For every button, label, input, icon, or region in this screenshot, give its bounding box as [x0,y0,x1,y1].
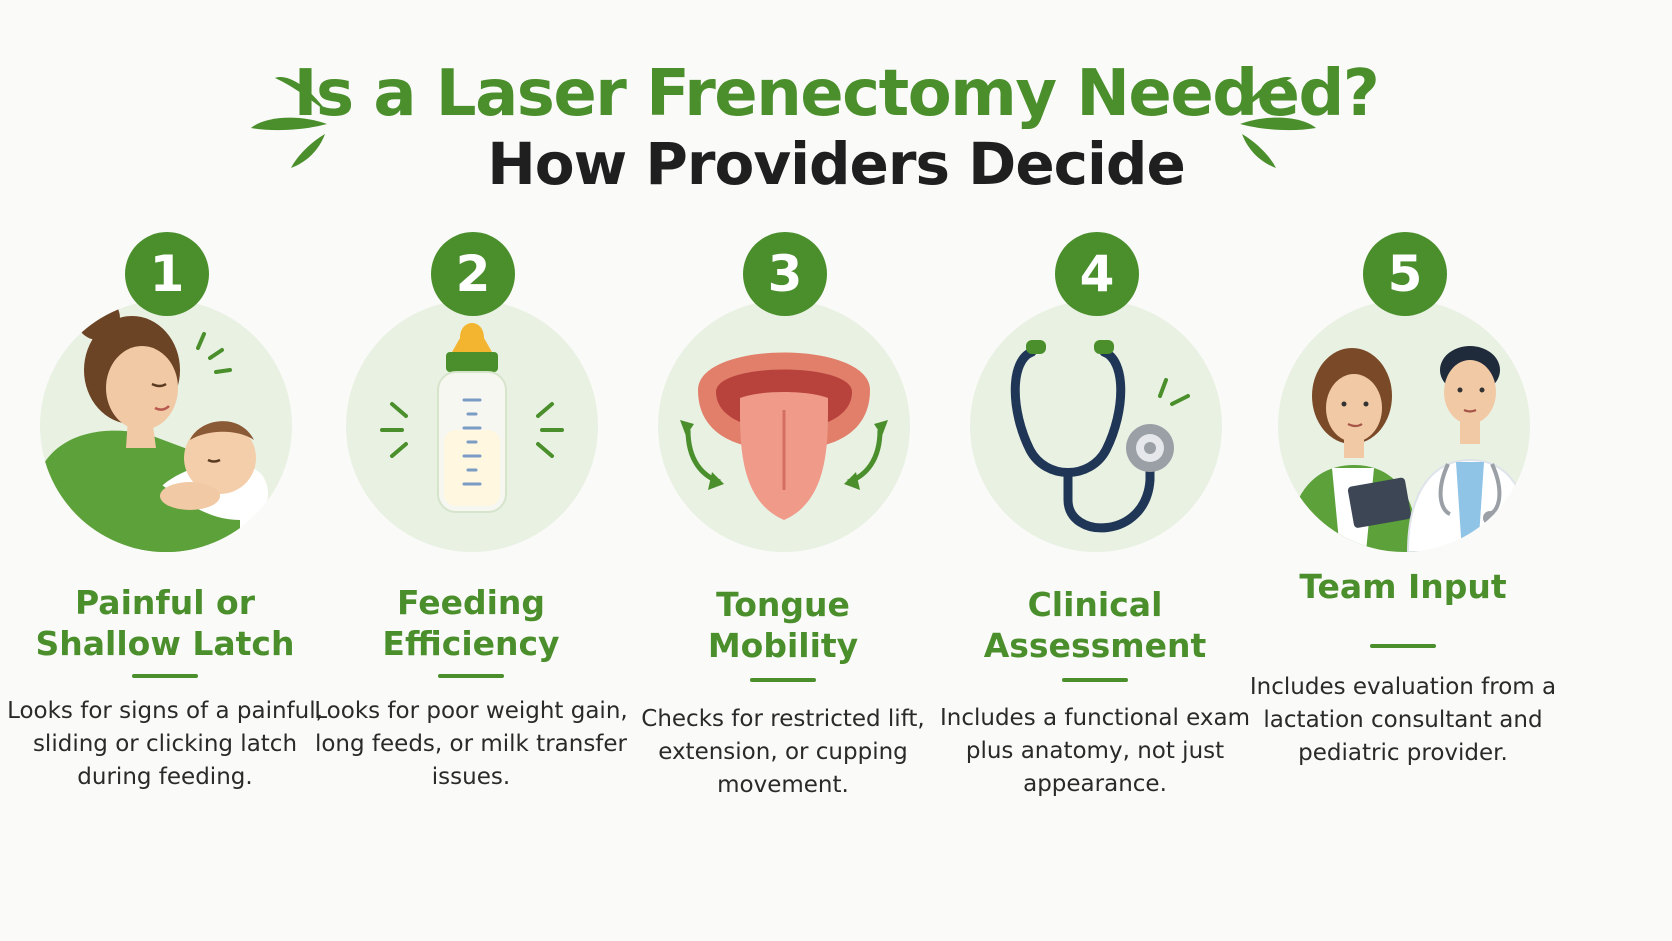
step-description: Includes a functional exam plus anatomy,… [939,705,1251,797]
step-description: Includes evaluation from a lactation con… [1249,674,1557,766]
step-heading: Team Input [1299,567,1507,606]
right-leaf-sprig-icon [1240,77,1316,168]
step-description: Checks for restricted lift, extension, o… [641,706,925,798]
care-team-icon [1278,300,1530,552]
step-divider [438,674,504,678]
page-title: Is a Laser Frenectomy Needed? [293,57,1380,131]
step-description: Looks for poor weight gain, long feeds, … [314,698,628,790]
step-heading: Feeding Efficiency [382,583,560,663]
step-number-badge: 2 [431,232,515,316]
step-divider [1370,644,1436,648]
step-heading: Tongue Mobility [707,585,859,665]
tongue-icon [658,300,910,552]
step-heading: Painful or Shallow Latch [35,583,295,663]
step-divider [750,678,816,682]
header: Is a Laser Frenectomy Needed? How Provid… [0,58,1672,198]
baby-bottle-icon [346,300,598,552]
step-description: Looks for signs of a painful, sliding or… [7,698,323,790]
step-number-badge: 1 [125,232,209,316]
step-divider [1062,678,1128,682]
step-heading: Clinical Assessment [983,585,1207,665]
page-subtitle: How Providers Decide [487,130,1186,198]
step-number-badge: 3 [743,232,827,316]
step-divider [132,674,198,678]
left-leaf-sprig-icon [251,77,327,168]
stethoscope-icon [970,300,1222,552]
breastfeeding-mother-icon [40,300,292,552]
step-number-badge: 4 [1055,232,1139,316]
step-number-badge: 5 [1363,232,1447,316]
